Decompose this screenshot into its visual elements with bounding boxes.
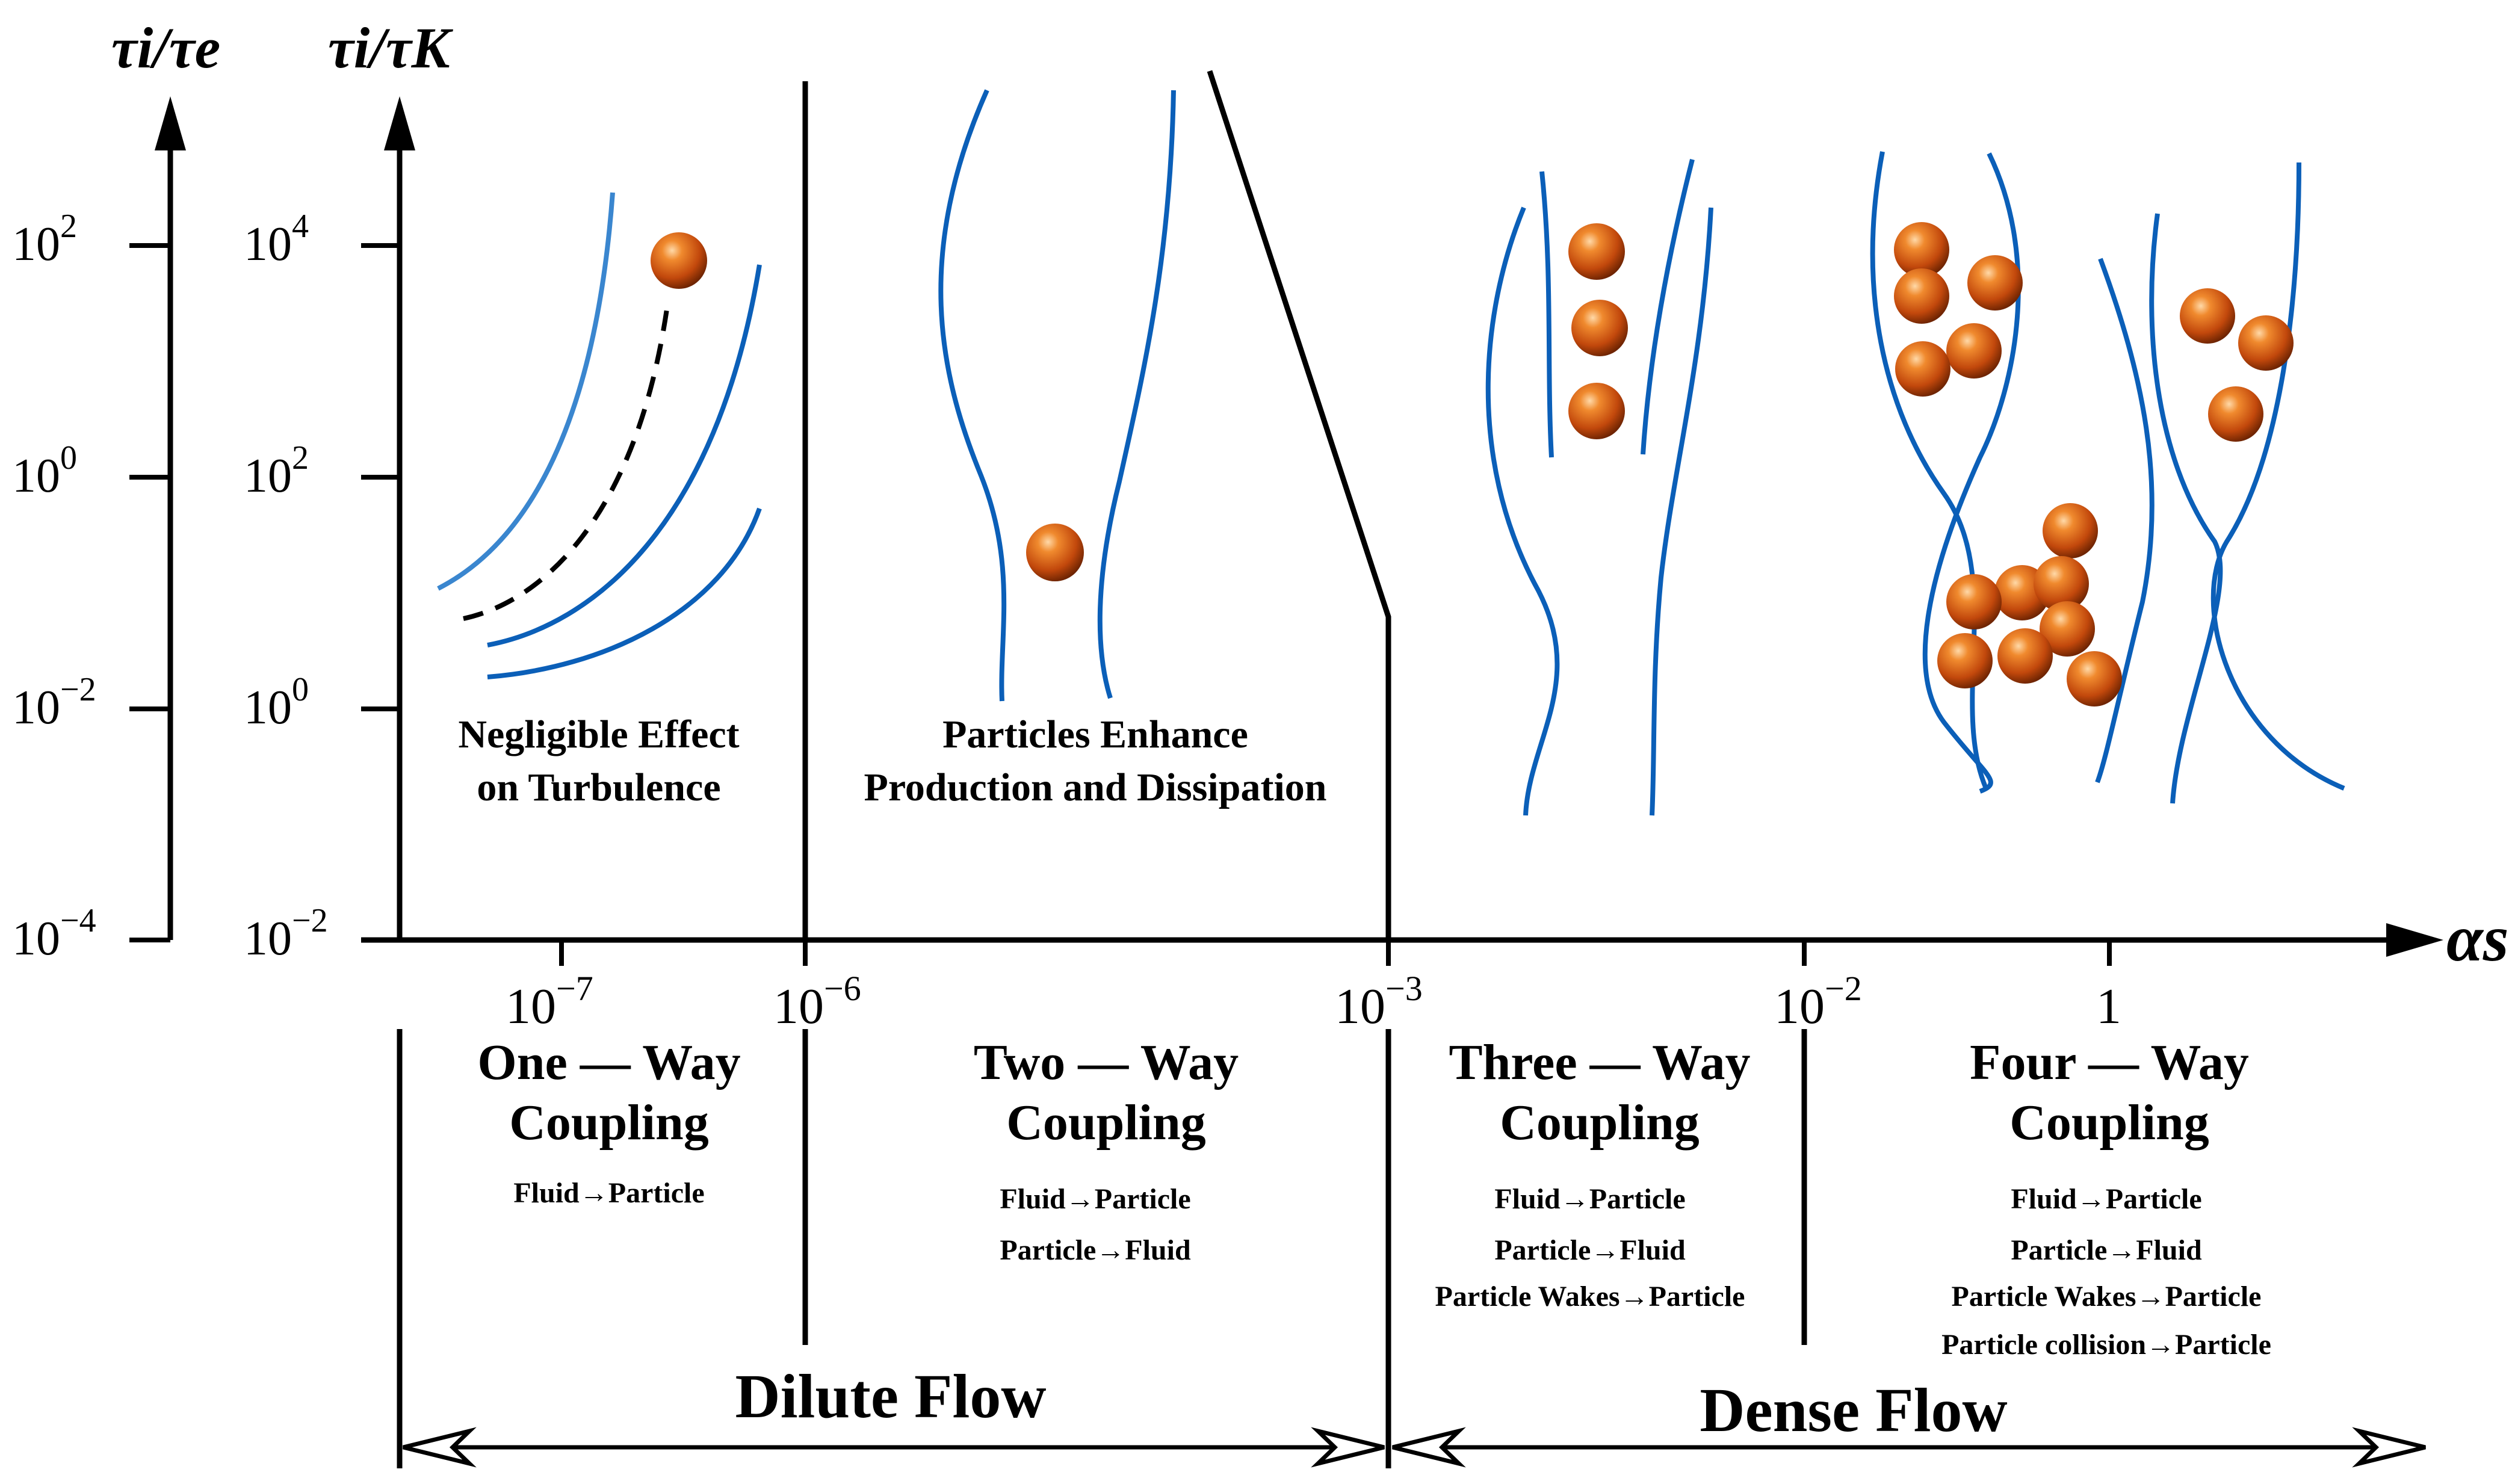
- particle: [1967, 255, 2023, 311]
- dilute-flow-label: Dilute Flow: [735, 1362, 1046, 1431]
- particle-cluster-right: [2180, 288, 2294, 442]
- particle: [1571, 300, 1628, 356]
- particle: [2040, 601, 2095, 657]
- x-tick-label: 10−3: [1335, 969, 1423, 1034]
- x-tick-label: 1: [2096, 979, 2121, 1034]
- four-way-mechanism: Particle collision→Particle: [1941, 1329, 2271, 1361]
- y-inner-tick-label: 100: [244, 671, 309, 734]
- particle: [1937, 633, 1993, 688]
- dense-flow-label: Dense Flow: [1700, 1376, 2007, 1445]
- y-outer-tick-labels: 102 100 10−2 10−4: [12, 208, 96, 965]
- y-inner-tick-label: 102: [244, 439, 309, 502]
- particle: [2043, 503, 2098, 558]
- y-outer-tick-label: 102: [12, 208, 77, 271]
- x-tick-label: 10−2: [1774, 969, 1862, 1034]
- particle-cluster-upper: [1894, 222, 2023, 397]
- particle-cluster-lower: [1937, 503, 2122, 706]
- particle: [1894, 268, 1949, 324]
- x-axis-title: αs: [2446, 901, 2509, 975]
- y-outer-tick-marks: [129, 243, 170, 942]
- three-way-mechanism: Particle Wakes→Particle: [1435, 1281, 1745, 1312]
- particle: [1997, 628, 2053, 684]
- dilute-flow-arrow: [403, 1427, 1385, 1468]
- four-way-coupling-title: Coupling: [2009, 1095, 2209, 1151]
- particle: [2208, 386, 2263, 442]
- y-outer-tick-label: 100: [12, 439, 77, 502]
- two-way-effect-label: Particles Enhance: [942, 713, 1248, 756]
- x-tick-labels: 10−7 10−6 10−3 10−2 1: [506, 969, 2121, 1034]
- y-inner-tick-marks: [361, 243, 400, 942]
- particle: [2180, 288, 2235, 344]
- y-outer-axis-title: τi/τe: [111, 16, 220, 80]
- y-inner-tick-label: 10−2: [244, 902, 328, 965]
- four-way-coupling-title: Four — Way: [1970, 1034, 2249, 1090]
- one-way-mechanism: Fluid→Particle: [513, 1177, 704, 1209]
- four-way-mechanism: Fluid→Particle: [2011, 1183, 2201, 1215]
- particle: [651, 232, 707, 289]
- two-way-mechanism: Fluid→Particle: [1000, 1183, 1190, 1215]
- particle: [2034, 556, 2089, 611]
- one-way-effect-label: Negligible Effect: [458, 713, 739, 756]
- one-way-coupling-title: One — Way: [477, 1034, 740, 1090]
- two-way-effect-label: Production and Dissipation: [864, 765, 1327, 809]
- three-way-coupling-title: Coupling: [1500, 1095, 1700, 1151]
- x-tick-label: 10−7: [506, 969, 593, 1034]
- three-way-mechanism: Particle→Fluid: [1494, 1234, 1686, 1266]
- two-way-coupling-title: Two — Way: [974, 1034, 1239, 1090]
- y-outer-tick-label: 10−4: [12, 902, 96, 965]
- particle: [1946, 323, 2002, 379]
- particle: [2238, 315, 2294, 371]
- three-way-mechanism: Fluid→Particle: [1494, 1183, 1685, 1215]
- particle: [1946, 574, 2002, 629]
- y-inner-axis-title: τi/τK: [328, 16, 454, 80]
- two-way-coupling-title: Coupling: [1006, 1095, 1206, 1151]
- particle: [1568, 223, 1625, 280]
- y-axis-outer-arrowhead: [155, 96, 186, 150]
- x-axis-arrowhead: [2386, 923, 2443, 957]
- two-way-mechanism: Particle→Fluid: [1000, 1234, 1191, 1266]
- particle: [1568, 383, 1625, 439]
- y-axis-inner-arrowhead: [384, 96, 415, 150]
- four-way-mechanism: Particle Wakes→Particle: [1952, 1281, 2262, 1312]
- boundary-two-three-way: [1207, 70, 1391, 940]
- x-tick-label: 10−6: [773, 969, 861, 1034]
- particle: [1895, 341, 1950, 397]
- particle: [1026, 524, 1084, 581]
- particle: [2067, 651, 2122, 706]
- dense-flow-arrow: [1392, 1427, 2426, 1468]
- one-way-streamlines: [437, 192, 762, 679]
- four-way-mechanism: Particle→Fluid: [2011, 1234, 2202, 1266]
- one-way-effect-label: on Turbulence: [477, 765, 720, 809]
- y-inner-tick-labels: 104 102 100 10−2: [244, 208, 328, 965]
- y-outer-tick-label: 10−2: [12, 671, 96, 734]
- two-way-streamlines: [938, 89, 1176, 702]
- four-way-streamlines: [1870, 151, 2345, 804]
- one-way-coupling-title: Coupling: [509, 1095, 709, 1151]
- y-inner-tick-label: 104: [244, 208, 309, 271]
- three-way-coupling-title: Three — Way: [1449, 1034, 1751, 1090]
- x-tick-marks: [559, 940, 2112, 966]
- three-way-streamlines: [1485, 159, 1713, 816]
- particle: [1894, 222, 1949, 277]
